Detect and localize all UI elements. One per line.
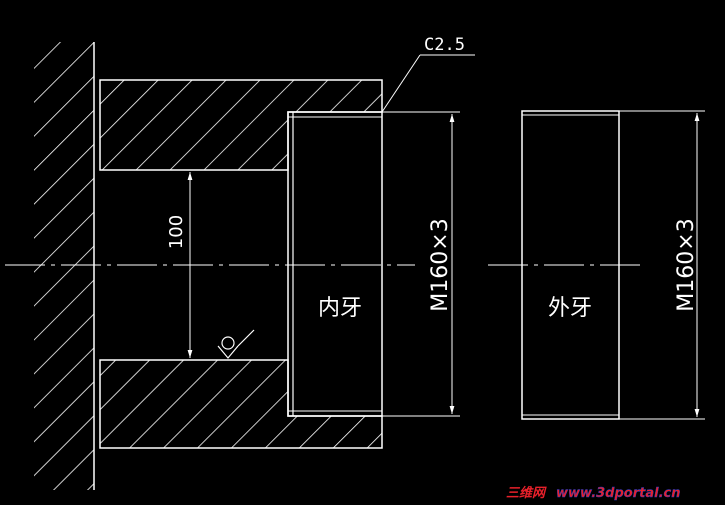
watermark: 三维网 www.3dportal.cn <box>506 485 681 501</box>
chamfer-callout: C2.5 <box>381 35 475 113</box>
outer-thread-label: 外牙 <box>548 296 592 321</box>
upper-flange-section <box>99 79 383 171</box>
watermark-url: www.3dportal.cn <box>556 486 680 501</box>
fixed-wall <box>34 42 95 490</box>
chamfer-text: C2.5 <box>424 35 465 55</box>
dimension-outer-thread: M160×3 <box>619 110 705 420</box>
surface-finish-icon <box>217 329 255 359</box>
dimension-100: 100 <box>166 172 193 358</box>
dimension-inner-thread: M160×3 <box>382 111 460 417</box>
lower-flange-section <box>99 359 383 449</box>
watermark-brand: 三维网 <box>506 485 547 501</box>
inner-thread-label: 内牙 <box>318 296 362 321</box>
outer-thread-size-text: M160×3 <box>674 218 699 311</box>
inner-thread-size-text: M160×3 <box>428 218 453 311</box>
inner-thread-part <box>287 111 383 417</box>
dimension-100-text: 100 <box>166 215 187 249</box>
